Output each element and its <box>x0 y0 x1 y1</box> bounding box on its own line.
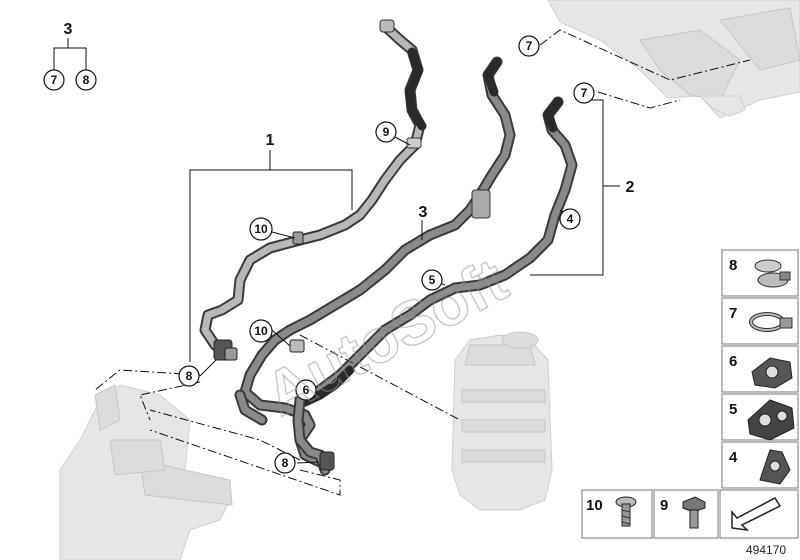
callout-8-bottom[interactable]: 8 <box>274 452 296 474</box>
callout-4[interactable]: 4 <box>559 208 581 230</box>
svg-text:6: 6 <box>729 353 737 370</box>
svg-text:10: 10 <box>254 324 268 338</box>
hose-clamp-icon <box>749 312 793 332</box>
svg-text:8: 8 <box>186 369 193 383</box>
svg-text:4: 4 <box>729 449 738 466</box>
callout-7-top[interactable]: 7 <box>518 35 540 57</box>
reference-lines <box>94 29 751 496</box>
hose-2[interactable] <box>294 96 578 407</box>
callout-10-lower[interactable]: 10 <box>249 319 273 343</box>
svg-text:5: 5 <box>729 401 737 418</box>
clip-holder-icon <box>759 449 791 485</box>
svg-text:5: 5 <box>429 273 436 287</box>
svg-text:8: 8 <box>83 73 90 87</box>
svg-text:9: 9 <box>383 125 390 139</box>
panel-item-4[interactable]: 4 <box>721 441 799 489</box>
panel-item-9[interactable]: 9 <box>653 489 719 539</box>
svg-text:7: 7 <box>526 39 533 53</box>
svg-text:8: 8 <box>729 257 737 274</box>
bolt-icon <box>682 496 706 529</box>
panel-item-8[interactable]: 8 <box>721 249 799 297</box>
panel-item-6[interactable]: 6 <box>721 345 799 393</box>
svg-text:7: 7 <box>581 86 588 100</box>
group-label-3-legend: 3 <box>64 21 73 38</box>
callout-9[interactable]: 9 <box>375 121 397 143</box>
parts-panel: 8 7 6 5 <box>581 249 799 539</box>
group-brackets <box>53 38 620 362</box>
svg-text:9: 9 <box>660 497 668 514</box>
svg-text:6: 6 <box>303 383 310 397</box>
group-label-1: 1 <box>266 132 275 149</box>
callout-8-left[interactable]: 8 <box>178 365 200 387</box>
group-label-2: 2 <box>626 179 635 196</box>
hose-1[interactable] <box>199 22 427 358</box>
connector-parts <box>213 19 491 471</box>
svg-text:10: 10 <box>254 222 268 236</box>
double-clamp-icon <box>754 259 791 288</box>
legend-sub-7: 7 <box>43 69 65 91</box>
svg-text:8: 8 <box>282 456 289 470</box>
callout-7-right[interactable]: 7 <box>573 82 595 104</box>
ghost-heater-unit <box>547 0 800 119</box>
panel-item-7[interactable]: 7 <box>721 297 799 345</box>
screw-icon <box>615 496 637 527</box>
group-label-3-hose: 3 <box>419 204 428 221</box>
ghost-pump-unit <box>59 384 233 560</box>
svg-text:7: 7 <box>51 73 58 87</box>
panel-arrow-box <box>719 489 799 539</box>
double-holder-icon <box>747 399 795 441</box>
svg-text:4: 4 <box>567 212 574 226</box>
arrow-icon <box>731 497 782 532</box>
hose-holder-icon <box>751 357 793 389</box>
panel-item-10[interactable]: 10 <box>581 489 653 539</box>
callout-10-upper[interactable]: 10 <box>249 217 273 241</box>
svg-text:10: 10 <box>586 497 603 514</box>
svg-text:7: 7 <box>729 305 737 322</box>
legend-sub-8: 8 <box>75 69 97 91</box>
panel-item-5[interactable]: 5 <box>721 393 799 441</box>
callout-5[interactable]: 5 <box>421 269 443 291</box>
callout-6[interactable]: 6 <box>295 379 317 401</box>
ghost-expansion-tank <box>451 331 553 511</box>
diagram-id: 494170 <box>746 543 786 557</box>
